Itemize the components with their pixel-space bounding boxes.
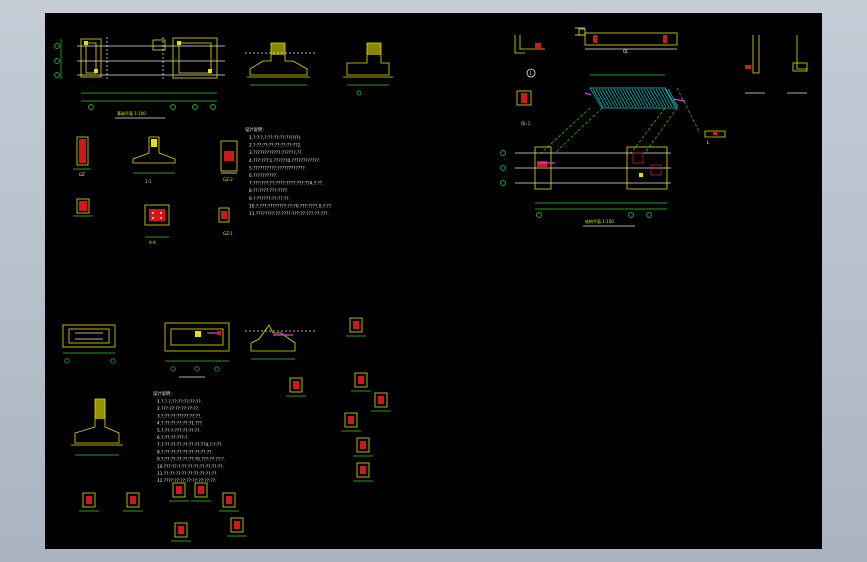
cad-drawing-viewport[interactable]: 基础平面 1:100 GZ 1-1 [45, 13, 822, 549]
notes-2-line: 12.????:??:??:??:??:??:??:??. [157, 478, 216, 484]
beam-hatch-line [637, 88, 649, 108]
small-column-details [79, 317, 391, 542]
beam-hatch-line [661, 88, 673, 108]
detail-marker-circle [526, 68, 536, 78]
gz1-detail: GZ-1 [218, 207, 233, 236]
svg-text:A-A: A-A [149, 240, 156, 245]
notes-1-line: 3.????????????:??????,??. [249, 150, 303, 156]
small-column-detail [346, 317, 366, 337]
small-column-detail [353, 437, 373, 457]
beam-hatch-line [601, 88, 613, 108]
notes-2-line: 10.???:??:?:??:??:??:??:??:??:??. [157, 464, 224, 470]
plan-b-title: 结构平面 1:100 [585, 218, 614, 224]
small-column-detail [191, 482, 211, 502]
beam-hatch-line [667, 88, 679, 108]
beam-hatch-line [646, 88, 658, 108]
small-column-detail [351, 372, 371, 392]
small-column-detail [123, 492, 143, 512]
notes-2-heading: 设计说明： [153, 390, 174, 397]
svg-text:L: L [707, 140, 710, 145]
ql1-label: QL-1 [521, 121, 531, 126]
beam-hatch-line [628, 88, 640, 108]
svg-text:QL: QL [623, 49, 629, 54]
notes-1-heading: 设计说明： [245, 126, 266, 133]
notes-1-line: 4.???:???:1.??????0.????????????. [249, 158, 320, 164]
cad-drawing-canvas[interactable]: 基础平面 1:100 GZ 1-1 [45, 13, 822, 549]
foundation-plan-bottom-left [62, 322, 230, 378]
beam-hatch-line [598, 88, 610, 108]
strip-footing-section-1 [245, 42, 315, 86]
footing-section-bottom [245, 324, 315, 360]
beam-hatch-line [592, 88, 604, 108]
notes-2-line: 11.??:??:??:??:??:??:??:??:??. [157, 471, 218, 477]
small-column-detail [219, 492, 239, 512]
beam-hatch-line [619, 88, 631, 108]
notes-1-line: 2.?:??:??:??:??:??:??:??2. [249, 143, 302, 149]
beam-hatch-line [610, 88, 622, 108]
beam-hatch-line [616, 88, 628, 108]
foundation-plan-top-left: 基础平面 1:100 [54, 37, 225, 119]
beam-hatch-line [604, 88, 616, 108]
notes-1-line: 7.???:???:??:????:????:???:??4,?:??. [249, 181, 323, 187]
small-column-detail [171, 522, 191, 542]
notes-block-2: 设计说明： 1.?.?.?,??:??:??:??:??.2.???:??:??… [153, 390, 225, 484]
beam-hatch-line [634, 88, 646, 108]
beam-hatch-line [613, 88, 625, 108]
structural-plan-top-right: 1 QL QL-1 [500, 27, 808, 227]
small-column-detail [227, 517, 247, 537]
notes-2-line: 8.?:??:??:??:??:??:??:??:??. [157, 449, 213, 455]
notes-2-line: 3.?:??:??:?????:??:??. [157, 413, 202, 419]
column-detail-gz-small [73, 198, 93, 217]
notes-1-line: 6.??????????. [249, 173, 277, 179]
beam-hatch-line [640, 88, 652, 108]
notes-2-line: 5.?:??:?:???:??:??:??. [157, 428, 201, 434]
notes-2-line: 1.?.?.?,??:??:??:??:??. [157, 399, 202, 405]
notes-2-line: 7.?:??:??:??:??:??:??:??4,?:?:??. [157, 442, 223, 448]
notes-1-line: 8.??:????:???:????. [249, 188, 288, 194]
beam-hatch-line [652, 88, 664, 108]
strip-footing-section-2 [343, 42, 393, 96]
beam-hatch-line [664, 88, 676, 108]
notes-1-line: 10.?:???:????????:??:?0.???:????,0.?:??. [249, 203, 332, 209]
beam-hatch-line [625, 88, 637, 108]
svg-text:GZ: GZ [79, 172, 85, 177]
beam-hatch-line [655, 88, 667, 108]
small-column-detail [353, 462, 373, 482]
gz1-label: GZ-1 [223, 231, 233, 236]
notes-2-line: 9.?:??:??:??:??:??:?0.???:??:??:?. [157, 457, 225, 463]
beam-hatch-line [649, 88, 661, 108]
beam-footing-detail: 1-1 [132, 136, 176, 184]
gz2-label: GZ-2 [223, 177, 233, 182]
notes-2-line: 4.?:??:??:??:??:?1.???. [157, 421, 203, 427]
beam-hatch-line [607, 88, 619, 108]
notes-block-1: 设计说明： 1.?:?:?,?:??:??:??:??(?(?). 2.?:??:… [245, 126, 332, 217]
beam-hatch-line [595, 88, 607, 108]
notes-1-line: 1.?:?:?,?:??:??:??:??(?(?). [249, 135, 301, 141]
gz2-detail: GZ-2 [220, 140, 238, 182]
wall-footing-section-large [71, 398, 123, 456]
small-column-detail [371, 392, 391, 412]
small-column-detail [79, 492, 99, 512]
small-column-detail [341, 412, 361, 432]
notes-1-line: 5.??????????:????????????. [249, 165, 306, 171]
notes-2-line: 2.???:??:??:??:??:??. [157, 406, 199, 412]
plan-a-title: 基础平面 1:100 [117, 110, 146, 116]
notes-1-line: 9.?:??????:??:??:??. [249, 196, 290, 202]
notes-1-line: 11.????????:??:????:???:??:???:??:???. [249, 211, 329, 217]
detail-marker-number: 1 [530, 71, 533, 76]
notes-2-line: 6.?:??:??:???:?. [157, 435, 189, 441]
beam-hatch-line [643, 88, 655, 108]
beam-hatch-line [658, 88, 670, 108]
beam-hatch-line [631, 88, 643, 108]
svg-text:1-1: 1-1 [145, 179, 152, 184]
column-detail-gz: GZ [73, 136, 91, 177]
pile-cap-detail: A-A [144, 204, 170, 245]
small-column-detail [286, 377, 306, 397]
beam-hatch-line [622, 88, 634, 108]
small-column-detail [169, 482, 189, 502]
